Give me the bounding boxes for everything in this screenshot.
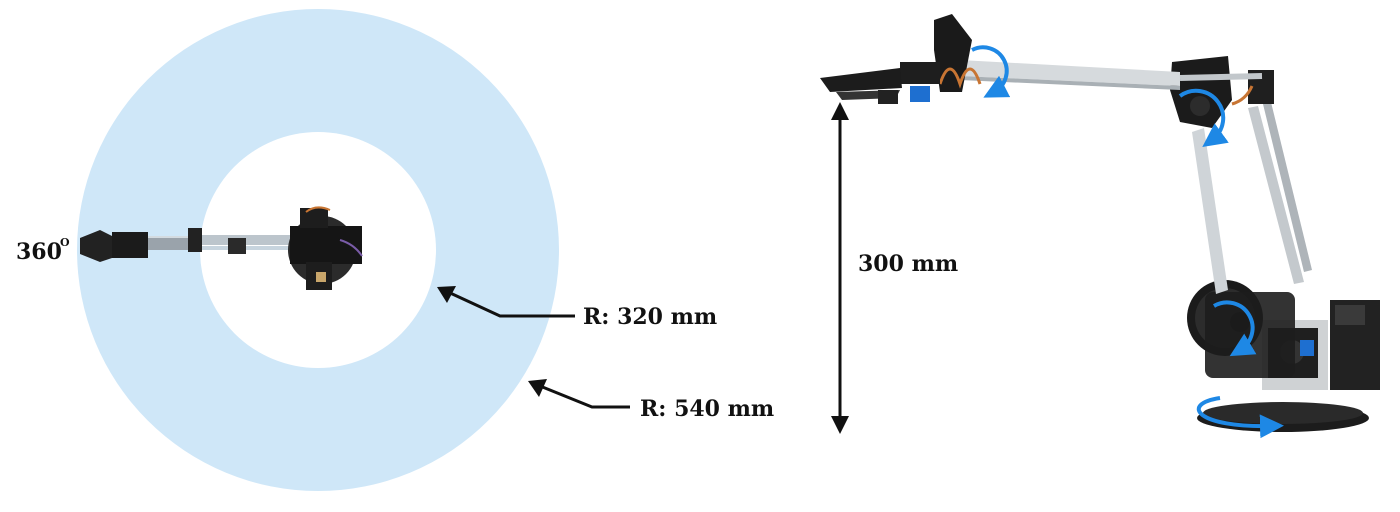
robot-arm-top-view [80,206,363,290]
top-view: 360 O R: 320 mm R: 540 mm [16,9,774,491]
side-view: 300 mm [820,14,1380,439]
elbow-rotation-arrow-icon [1178,88,1229,148]
height-label: 300 mm [858,251,958,277]
inner-radius-label: R: 320 mm [583,304,717,330]
wrist-rotation-arrow-icon [971,45,1011,98]
outer-radius-arrow-icon [528,379,630,409]
shoulder-rotation-arrow-icon [1212,300,1257,357]
robot-arm-side-view [820,14,1380,432]
outer-radius-label: R: 540 mm [640,396,774,422]
rotation-degree-symbol: O [60,236,70,249]
inner-radius-arrow-icon [437,286,575,318]
rotation-label: 360 [16,239,62,265]
base-rotation-arrow-icon [1196,396,1284,439]
height-dimension-arrow-icon [831,102,849,434]
